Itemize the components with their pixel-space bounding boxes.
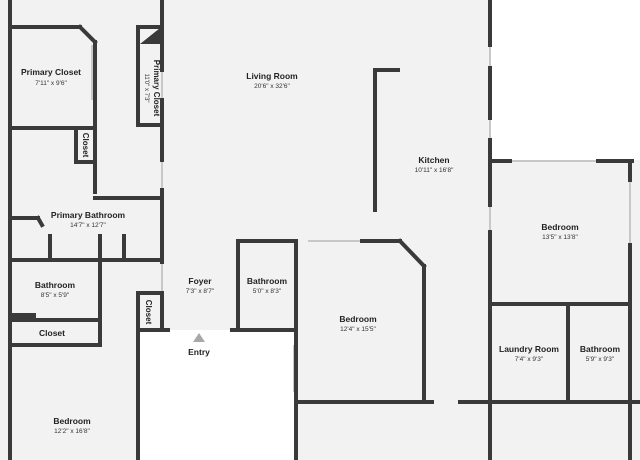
- entry-label: Entry: [188, 347, 210, 357]
- primary-bathroom-dim: 14'7" x 12'7": [70, 222, 106, 229]
- entry-outside-area: [138, 330, 296, 460]
- bathroom-center-dim: 5'0" x 8'3": [253, 288, 282, 295]
- bedroom-west-dim: 12'2" x 16'8": [54, 428, 90, 435]
- bedroom-center-name: Bedroom: [339, 314, 377, 324]
- bedroom-west-name: Bedroom: [53, 416, 91, 426]
- bedroom-center-dim: 12'4" x 15'5": [340, 326, 376, 333]
- kitchen-dim: 10'11" x 16'8": [415, 167, 454, 174]
- bathroom-center-name: Bathroom: [247, 276, 288, 286]
- laundry-room-dim: 7'4" x 9'3": [515, 356, 544, 363]
- foyer-name: Foyer: [188, 276, 212, 286]
- primary-closet-2-name: Primary Closet: [152, 60, 161, 117]
- bedroom-east-name: Bedroom: [541, 222, 579, 232]
- laundry-room-name: Laundry Room: [499, 344, 559, 354]
- living-room-dim: 20'6" x 32'6": [254, 83, 290, 90]
- bathroom-east-name: Bathroom: [580, 344, 621, 354]
- closet-west-name: Closet: [39, 328, 65, 338]
- foyer-dim: 7'3" x 8'7": [186, 288, 215, 295]
- hatches: [12, 28, 160, 319]
- closet-small-name: Closet: [81, 133, 90, 158]
- primary-closet-1-dim: 7'11" x 9'6": [35, 80, 67, 87]
- bathroom-east-dim: 5'9" x 9'3": [586, 356, 615, 363]
- entry-marker-icon: [193, 333, 205, 342]
- living-room-name: Living Room: [246, 71, 298, 81]
- walls: [8, 0, 640, 460]
- primary-closet-1-name: Primary Closet: [21, 67, 81, 77]
- bathroom-west-name: Bathroom: [35, 280, 76, 290]
- room-labels: Primary Closet 7'11" x 9'6" Primary Clos…: [21, 60, 621, 435]
- bathroom-west-dim: 8'5" x 5'9": [41, 292, 70, 299]
- bedroom-east-dim: 13'5" x 13'8": [542, 234, 578, 241]
- closet-foyer-name: Closet: [144, 300, 153, 325]
- primary-bathroom-name: Primary Bathroom: [51, 210, 126, 220]
- primary-closet-2-dim: 11'0" x 7'3": [143, 73, 149, 102]
- kitchen-name: Kitchen: [418, 155, 449, 165]
